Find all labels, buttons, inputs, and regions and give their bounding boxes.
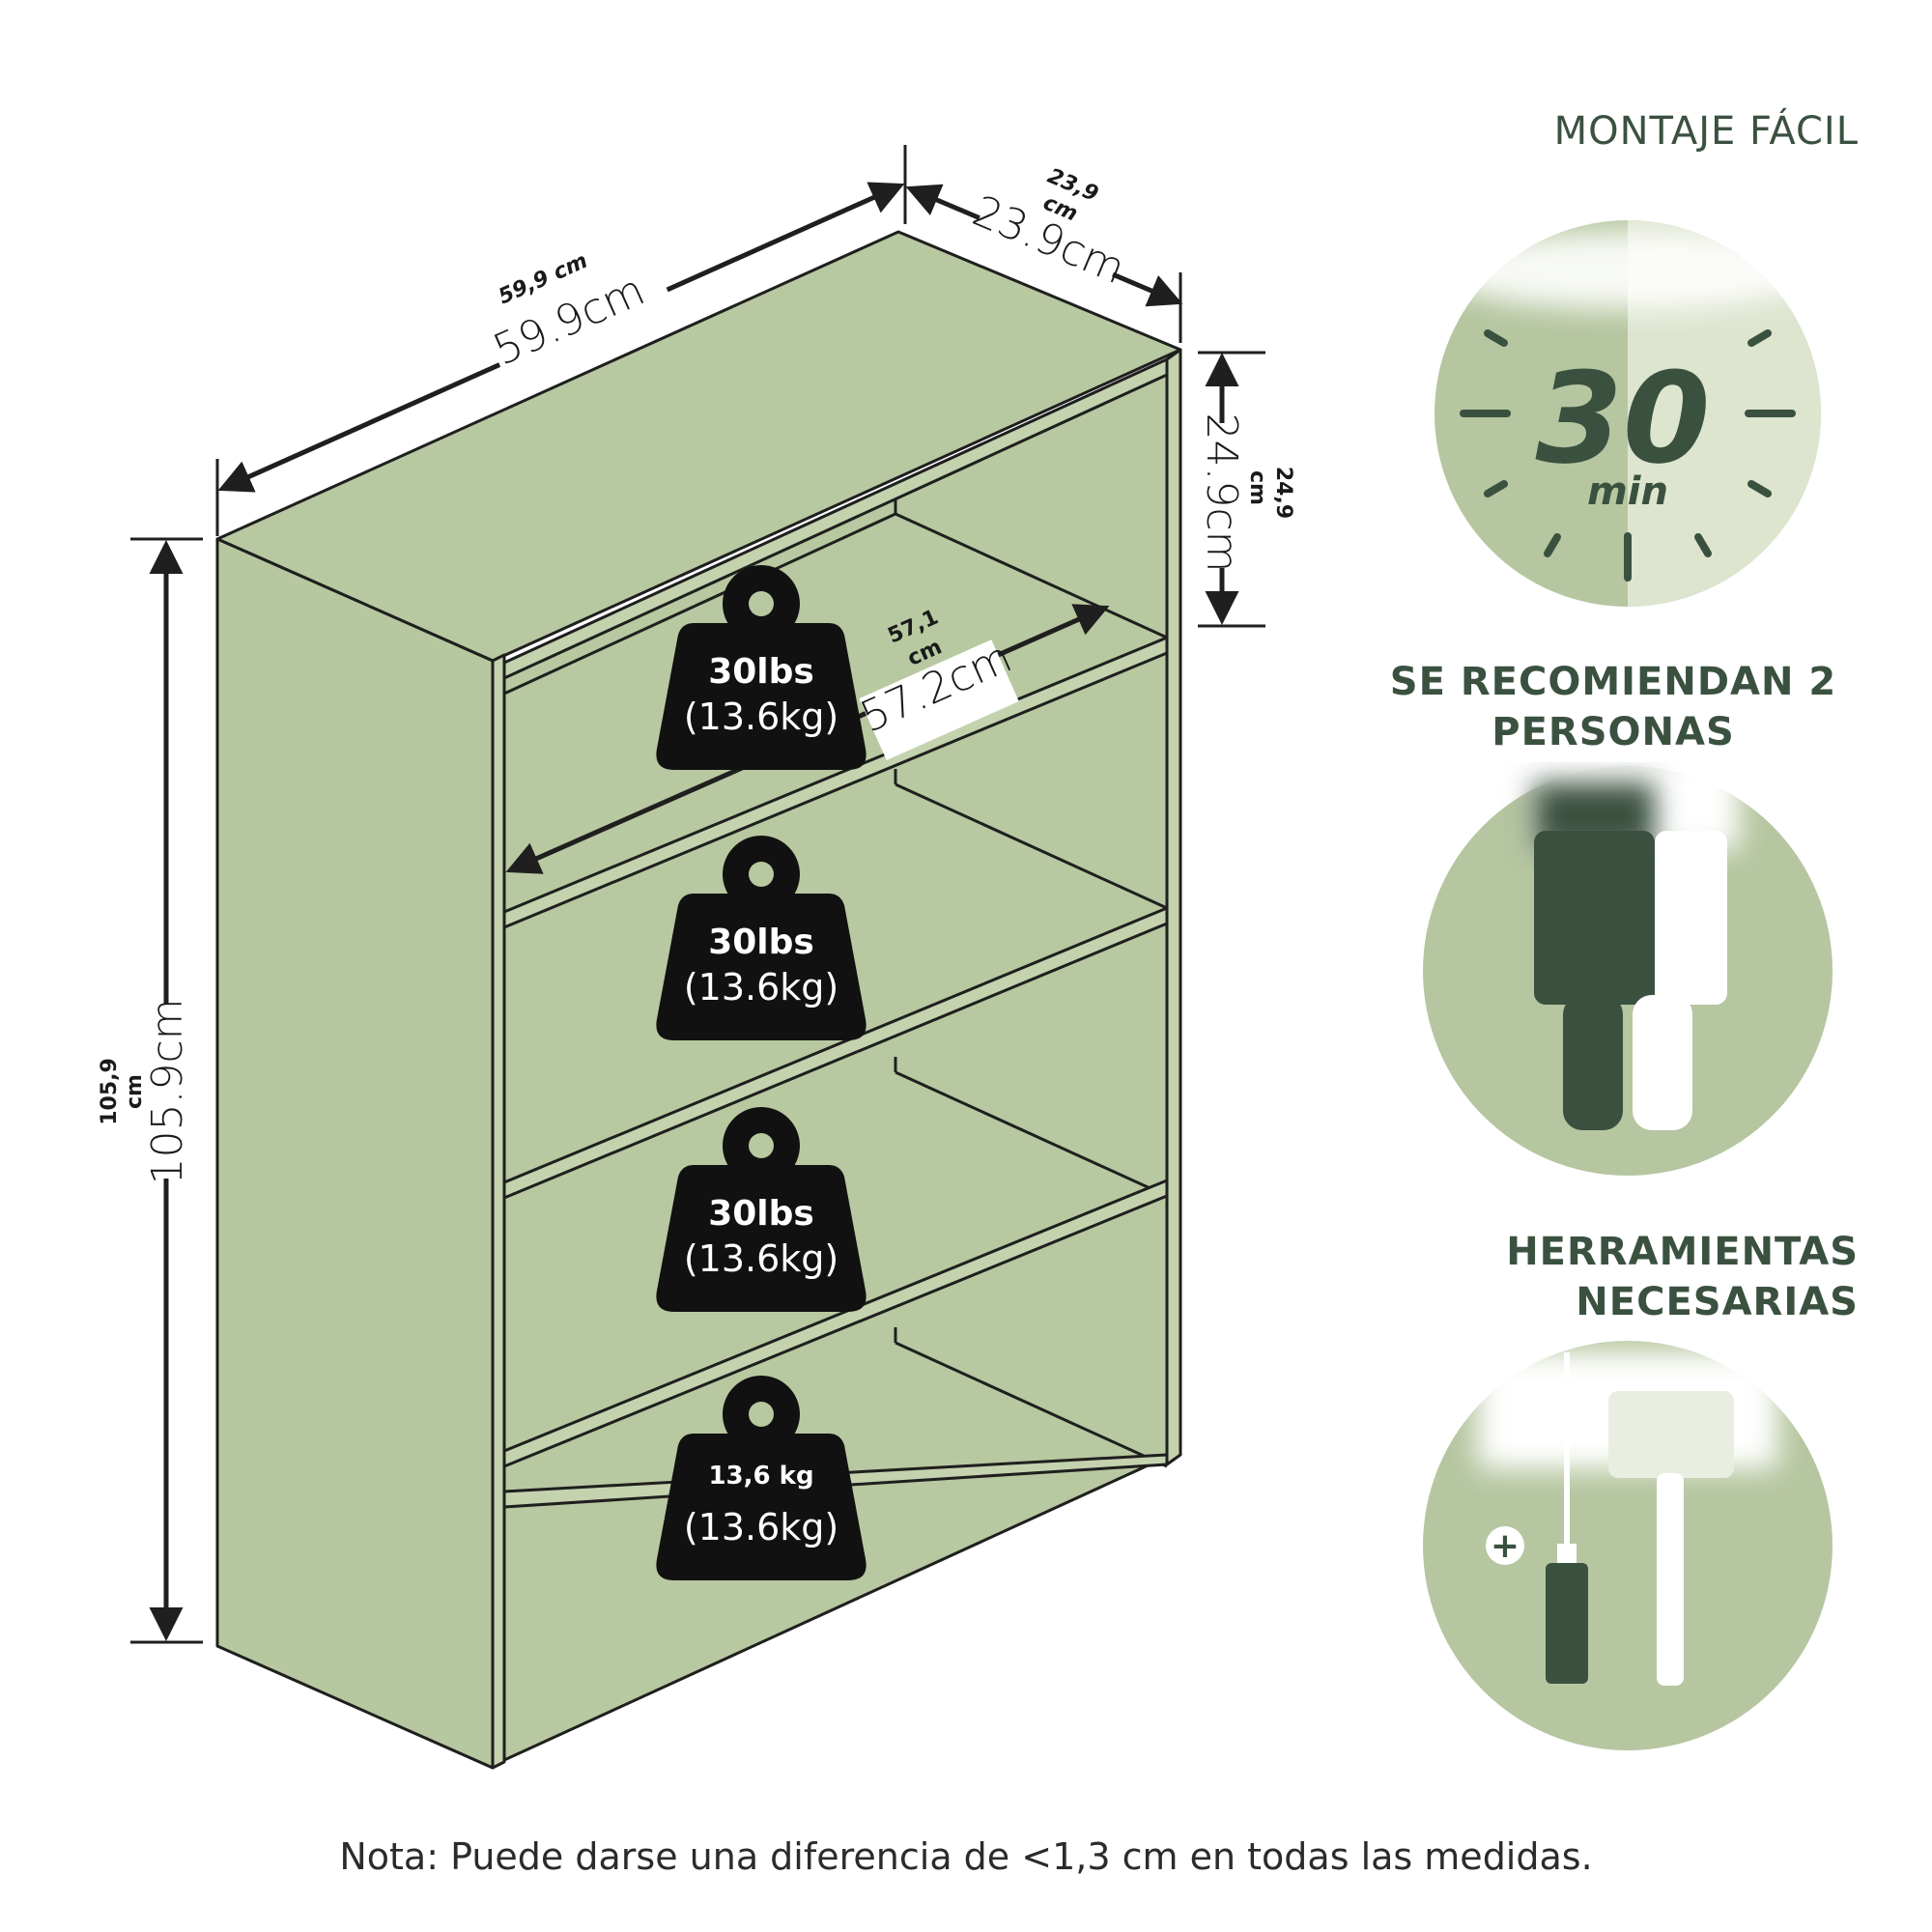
timer-value: 30 [1536,345,1711,492]
weight-icon: 30lbs (13.6kg) [656,1107,867,1312]
bookcase-left-side [215,537,495,1770]
tools-badge: + [1423,1341,1833,1750]
timer-badge: 30 min [1435,220,1821,607]
weight-top-label: 30lbs [708,923,814,962]
weight-bottom-label: (13.6kg) [684,1237,838,1280]
tools-title-line2: NECESARIAS [1576,1280,1859,1324]
hammer-icon [1608,1391,1734,1686]
people-badge [1423,753,1833,1176]
shelf-gap-label-small-1: 24,9 [1271,467,1295,519]
bookcase-shelf-top-inner [502,357,1169,680]
measurement-note: Nota: Puede darse una diferencia de <1,3… [339,1835,1593,1878]
bookcase-right-edge [1165,348,1182,1466]
weight-icon: 30lbs (13.6kg) [656,565,867,770]
weight-bottom-label: (13.6kg) [684,966,838,1009]
people-title: SE RECOMIENDAN 2 PERSONAS [1386,657,1840,757]
bookcase-shelf-3 [502,1179,1169,1468]
height-label-small-1: 105,9 [98,1058,122,1125]
weight-icons: 30lbs (13.6kg) 30lbs (13.6kg) 30lbs (13.… [656,565,867,1580]
tools-title: HERRAMIENTAS NECESARIAS [1506,1227,1859,1327]
weight-bottom-label: (13.6kg) [684,696,838,738]
bookcase-shelf-2 [502,906,1169,1200]
svg-text:+: + [1491,1526,1520,1566]
assembly-title: MONTAJE FÁCIL [1553,109,1859,154]
screwdriver-icon: + [1486,1352,1588,1684]
height-label: 105.9cm [143,998,192,1184]
people-title-line2: PERSONAS [1492,710,1735,754]
timer-unit: min [1587,469,1668,514]
weight-top-label: 13,6 kg [708,1462,813,1491]
shelf-gap-label: 24.9cm [1197,412,1246,572]
person-dark-icon [1534,782,1655,1130]
tools-title-line1: HERRAMIENTAS [1506,1230,1859,1274]
person-light-icon [1633,831,1727,1130]
weight-icon: 13,6 kg (13.6kg) [656,1376,867,1580]
bookcase-left-edge [491,653,506,1770]
height-label-small-2: cm [123,1074,147,1109]
weight-top-label: 30lbs [708,1194,814,1234]
weight-bottom-label: (13.6kg) [684,1506,838,1548]
people-title-line1: SE RECOMIENDAN 2 [1389,660,1837,704]
weight-icon: 30lbs (13.6kg) [656,836,867,1040]
shelf-gap-label-small-2: cm [1245,470,1269,505]
weight-top-label: 30lbs [708,652,814,692]
